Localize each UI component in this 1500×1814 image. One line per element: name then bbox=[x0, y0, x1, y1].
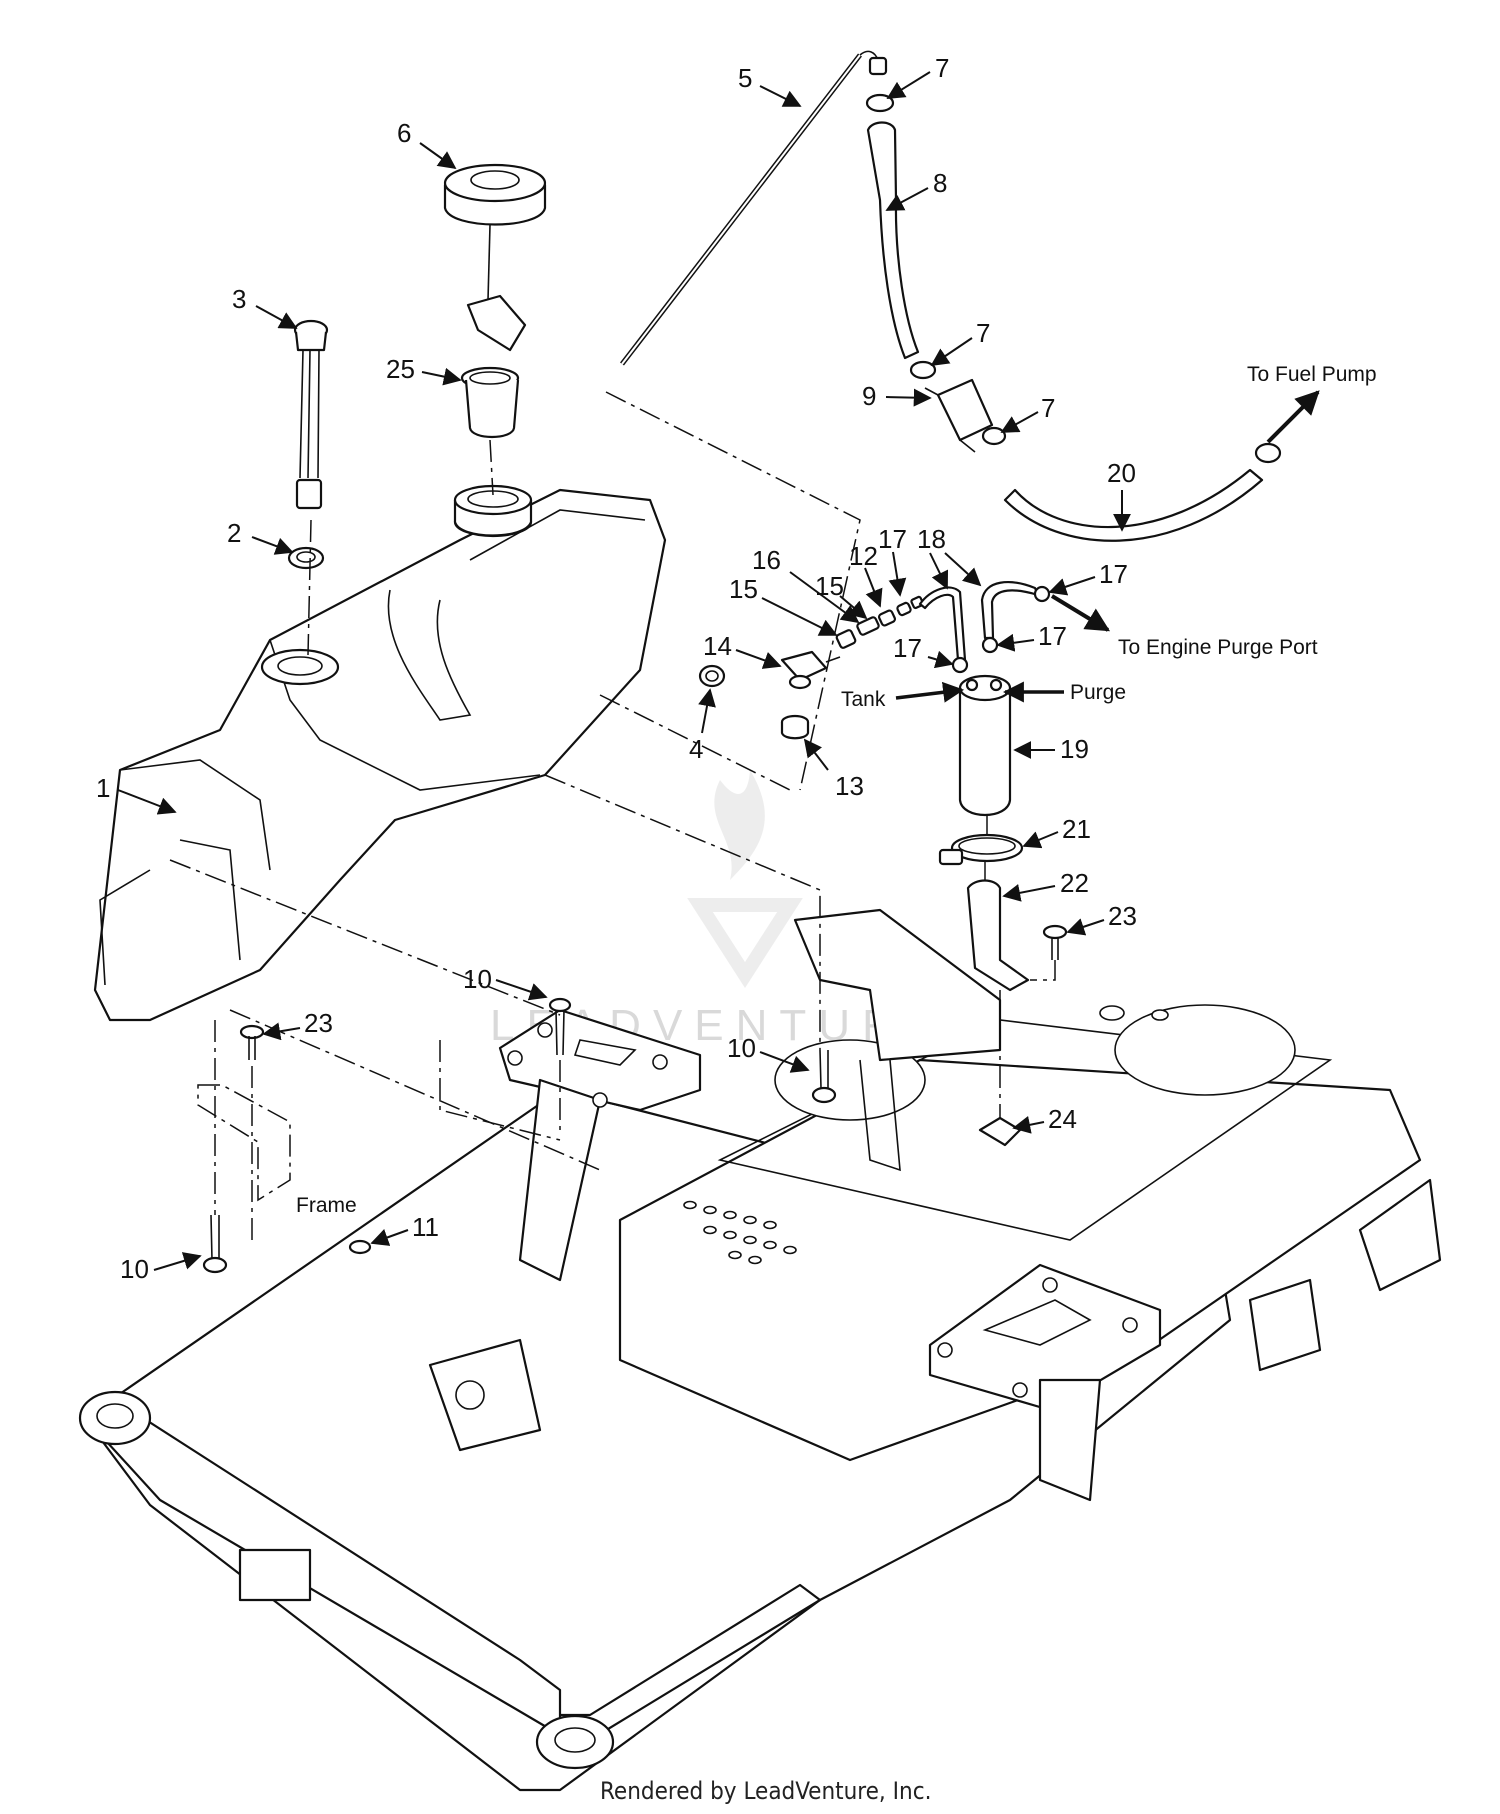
callout-21: 21 bbox=[1062, 814, 1091, 844]
callout-23-left: 23 bbox=[304, 1008, 333, 1038]
note-purge: Purge bbox=[1070, 681, 1126, 704]
fuel-line-20 bbox=[1003, 468, 1264, 542]
callout-10-lower: 10 bbox=[120, 1254, 149, 1284]
fuel-tank bbox=[93, 484, 667, 1022]
bolt-10-upper bbox=[548, 997, 572, 1056]
callout-2: 2 bbox=[227, 518, 241, 548]
callout-25: 25 bbox=[386, 354, 415, 384]
fuel-cap bbox=[443, 163, 547, 352]
callout-19: 19 bbox=[1060, 734, 1089, 764]
canister-bracket bbox=[966, 879, 1030, 992]
callout-17-d: 17 bbox=[1038, 621, 1067, 651]
hose-clamp bbox=[938, 833, 1024, 866]
vent-tube bbox=[620, 50, 888, 366]
mower-frame bbox=[78, 908, 1442, 1792]
callout-24: 24 bbox=[1048, 1104, 1077, 1134]
clamp-7-low bbox=[981, 426, 1007, 446]
carriage-bolt-23-right bbox=[1042, 924, 1068, 960]
callout-15-right: 15 bbox=[815, 571, 844, 601]
callout-16: 16 bbox=[752, 545, 781, 575]
callout-17-a: 17 bbox=[878, 524, 907, 554]
callout-14: 14 bbox=[703, 631, 732, 661]
callout-4: 4 bbox=[689, 734, 703, 764]
grommet bbox=[287, 546, 325, 570]
footer-credit: Rendered by LeadVenture, Inc. bbox=[600, 1777, 931, 1805]
callout-7-mid: 7 bbox=[976, 318, 990, 348]
callout-5: 5 bbox=[738, 63, 752, 93]
fuel-line-8 bbox=[866, 121, 920, 360]
note-to-engine-purge-port: To Engine Purge Port bbox=[1118, 636, 1318, 659]
callout-12: 12 bbox=[849, 541, 878, 571]
callout-1: 1 bbox=[96, 773, 110, 803]
callout-8: 8 bbox=[933, 168, 947, 198]
callout-11: 11 bbox=[412, 1212, 439, 1242]
callout-7-top: 7 bbox=[935, 53, 949, 83]
assembly-centerlines bbox=[169, 391, 1056, 1240]
clamp-20 bbox=[1254, 442, 1282, 464]
callout-17-c: 17 bbox=[893, 633, 922, 663]
callout-13: 13 bbox=[835, 771, 864, 801]
note-to-fuel-pump: To Fuel Pump bbox=[1247, 363, 1377, 386]
filler-strainer bbox=[460, 366, 520, 438]
callout-10-middle: 10 bbox=[727, 1033, 756, 1063]
callout-10-upper: 10 bbox=[463, 964, 492, 994]
callout-9: 9 bbox=[862, 381, 876, 411]
rollover-valve bbox=[780, 650, 841, 690]
clamp-17-top bbox=[1033, 585, 1051, 603]
clamp-7-top bbox=[865, 93, 895, 113]
carriage-bolt-23-left bbox=[239, 1024, 265, 1060]
nut-11 bbox=[348, 1239, 372, 1255]
clamp-17-left bbox=[951, 656, 969, 674]
grommet-4 bbox=[698, 664, 726, 688]
callout-22: 22 bbox=[1060, 868, 1089, 898]
fuel-sender bbox=[293, 319, 329, 510]
fuel-filter bbox=[924, 378, 994, 453]
callout-18: 18 bbox=[917, 524, 946, 554]
callout-15-left: 15 bbox=[729, 574, 758, 604]
grommet-13 bbox=[780, 714, 810, 740]
callout-23-right: 23 bbox=[1108, 901, 1137, 931]
clamp-17-right bbox=[981, 636, 999, 654]
bolt-10-middle bbox=[811, 1049, 837, 1104]
carbon-canister bbox=[958, 674, 1012, 817]
frame-bracket-outline bbox=[197, 1084, 291, 1202]
purge-hoses bbox=[918, 581, 1040, 662]
callout-7-low: 7 bbox=[1041, 393, 1055, 423]
annotation-notes: To Fuel Pump To Engine Purge Port Tank P… bbox=[296, 363, 1377, 1217]
clamp-7-mid bbox=[909, 360, 937, 380]
callout-6: 6 bbox=[397, 118, 411, 148]
note-frame: Frame bbox=[296, 1194, 357, 1217]
callout-3: 3 bbox=[232, 284, 246, 314]
watermark-logo bbox=[687, 770, 803, 988]
callout-labels: 1 2 3 4 5 6 7 8 7 9 7 10 10 bbox=[96, 53, 1137, 1284]
note-tank: Tank bbox=[841, 688, 886, 711]
bolt-10-lower bbox=[202, 1214, 228, 1274]
callout-20: 20 bbox=[1107, 458, 1136, 488]
callout-17-b: 17 bbox=[1099, 559, 1128, 589]
